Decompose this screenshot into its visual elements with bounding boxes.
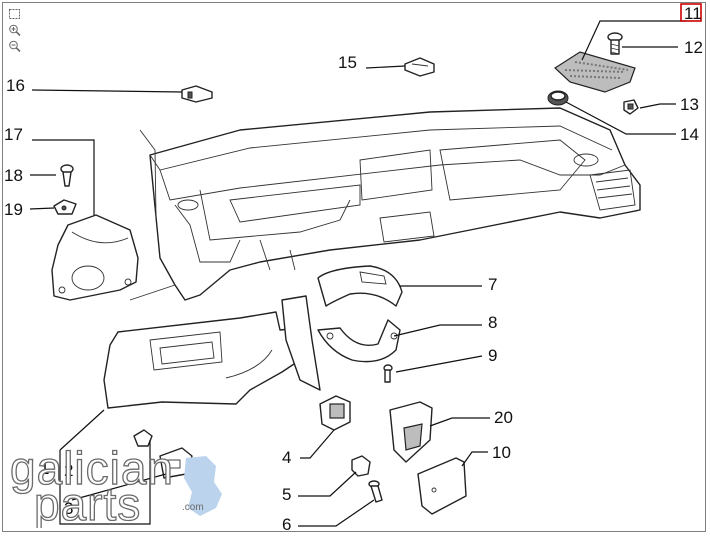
- part-12-screw[interactable]: [607, 32, 623, 55]
- callout-14[interactable]: 14: [680, 125, 699, 144]
- callout-labels: 11 12 13 14 15 16 17 18 19 7 8 9 20 10 4…: [4, 4, 703, 534]
- callout-10[interactable]: 10: [492, 443, 511, 462]
- part-4-switch-housing[interactable]: [319, 395, 351, 431]
- part-15-bracket[interactable]: [404, 57, 435, 77]
- zoom-fit-icon[interactable]: [8, 8, 22, 20]
- part-14-knob[interactable]: [547, 90, 569, 106]
- callout-17[interactable]: 17: [4, 125, 23, 144]
- part-2-clip[interactable]: [133, 429, 153, 447]
- part-5-clip[interactable]: [351, 455, 371, 477]
- callout-2[interactable]: 2: [64, 461, 73, 480]
- callout-13[interactable]: 13: [680, 95, 699, 114]
- part-13-clip-nut[interactable]: [623, 99, 639, 115]
- part-1-lower-panel[interactable]: [103, 295, 321, 409]
- part-6-screw[interactable]: [368, 480, 383, 503]
- part-19-nut[interactable]: [53, 199, 77, 215]
- callout-12[interactable]: 12: [684, 38, 703, 57]
- part-3-bracket[interactable]: [159, 447, 193, 479]
- part-8-column-cover-lower[interactable]: [317, 319, 401, 363]
- callout-16[interactable]: 16: [6, 76, 25, 95]
- page-number-highlight: [680, 3, 702, 22]
- callout-20[interactable]: 20: [494, 408, 513, 427]
- page-number-label[interactable]: 11: [684, 4, 702, 23]
- callout-18[interactable]: 18: [4, 166, 23, 185]
- part-17-bracket[interactable]: [51, 214, 139, 301]
- leader-lines: [29, 20, 686, 527]
- zoom-out-icon[interactable]: [8, 40, 22, 52]
- speaker-grille[interactable]: [554, 51, 636, 93]
- callout-9[interactable]: 9: [488, 346, 497, 365]
- part-16-clip[interactable]: [181, 85, 213, 103]
- callout-1[interactable]: 1: [40, 459, 49, 478]
- callout-15[interactable]: 15: [338, 53, 357, 72]
- callout-6[interactable]: 6: [282, 515, 291, 534]
- part-7-column-cover-upper[interactable]: [317, 265, 403, 307]
- callout-8[interactable]: 8: [488, 313, 497, 332]
- callout-7[interactable]: 7: [488, 275, 497, 294]
- part-18-screw[interactable]: [60, 164, 74, 187]
- zoom-in-icon[interactable]: [8, 24, 22, 36]
- dashboard-assembly: [129, 107, 641, 301]
- part-10-access-panel[interactable]: [417, 457, 467, 515]
- callout-4[interactable]: 4: [282, 448, 291, 467]
- part-20-trim-cover[interactable]: [389, 401, 433, 463]
- part-9-screw[interactable]: [383, 364, 393, 383]
- callout-19[interactable]: 19: [4, 200, 23, 219]
- callout-3[interactable]: 3: [64, 499, 73, 518]
- callout-5[interactable]: 5: [282, 485, 291, 504]
